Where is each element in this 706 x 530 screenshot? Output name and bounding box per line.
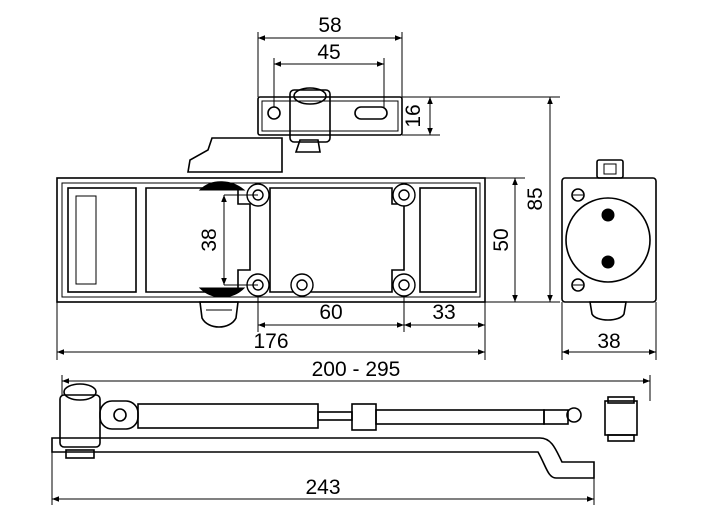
dimension-lines <box>51 32 657 505</box>
arm-bracket-top-view <box>187 87 403 173</box>
dim-label-50: 50 <box>490 228 513 251</box>
dim-label-243: 243 <box>305 476 340 499</box>
dim-label-38-side: 38 <box>597 330 620 353</box>
dim-label-16: 16 <box>402 104 425 127</box>
arm-assembly-side-view <box>51 383 638 479</box>
closer-body-side-view <box>561 159 657 321</box>
dim-label-38-vertical: 38 <box>198 228 221 251</box>
closer-body-front-view <box>56 177 486 328</box>
dim-label-33: 33 <box>432 301 455 324</box>
dim-label-176: 176 <box>253 330 288 353</box>
dim-label-85: 85 <box>524 187 547 210</box>
dim-label-45: 45 <box>317 41 340 64</box>
dim-label-58: 58 <box>318 14 341 37</box>
dim-label-60: 60 <box>319 301 342 324</box>
dim-label-200-295: 200 - 295 <box>312 358 401 381</box>
